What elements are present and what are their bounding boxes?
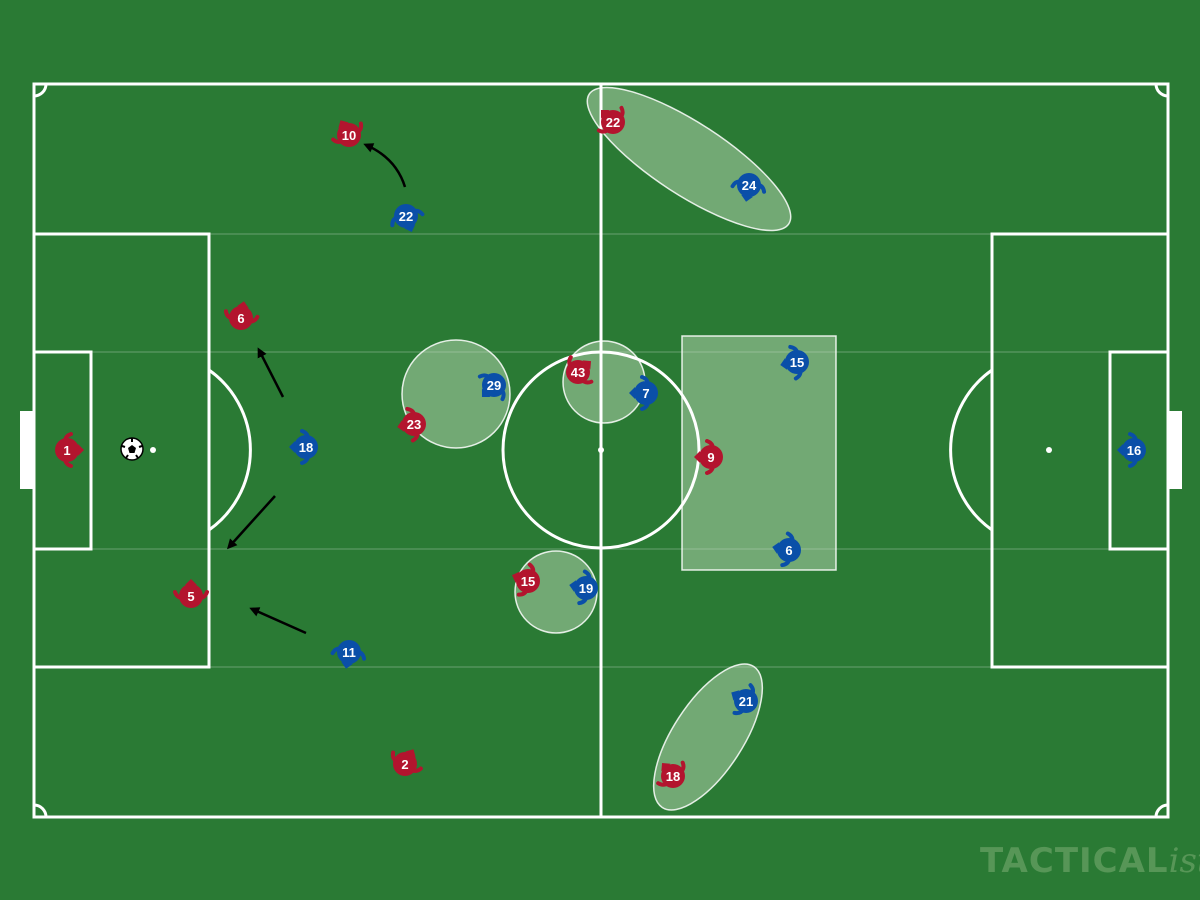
arrow-curved-to-10: [363, 143, 407, 188]
player-number: 5: [187, 589, 194, 604]
player-number: 11: [342, 645, 356, 660]
player-body: [734, 689, 758, 713]
player-number: 9: [707, 450, 714, 465]
player-body: [574, 576, 598, 600]
player-body: [294, 435, 318, 459]
blue-player-22: 22: [390, 204, 425, 232]
corner-arc-tl: [33, 83, 48, 98]
blue-player-19: 19: [569, 569, 598, 606]
red-player-23: 23: [397, 406, 426, 443]
right-goal: [1168, 411, 1182, 489]
right-penalty-spot: [1046, 447, 1052, 453]
left-goal: [20, 411, 34, 489]
player-number: 15: [790, 355, 804, 370]
player-number: 24: [742, 178, 757, 193]
watermark: TACTICALista: [980, 841, 1200, 881]
red-player-18: 18: [656, 760, 686, 788]
player-number: 6: [237, 311, 244, 326]
red-player-9: 9: [694, 439, 723, 475]
arrow-from-11: [249, 607, 307, 635]
player-body: [661, 764, 685, 788]
player-body: [1122, 438, 1146, 462]
blue-player-16: 16: [1117, 432, 1146, 468]
player-number: 18: [666, 769, 680, 784]
player-body: [229, 306, 253, 330]
player-body: [482, 373, 506, 397]
right-penalty-arc: [949, 368, 993, 532]
player-number: 7: [642, 386, 649, 401]
player-body: [785, 350, 809, 374]
corner-arc-br: [1154, 803, 1169, 818]
player-number: 22: [399, 209, 413, 224]
centre-spot: [598, 447, 604, 453]
player-number: 22: [606, 115, 620, 130]
player-body: [777, 538, 801, 562]
red-player-5: 5: [173, 579, 209, 608]
highlight-zones: [401, 86, 837, 811]
player-body: [393, 752, 417, 776]
centre-circle: [501, 350, 701, 550]
blue-player-7: 7: [629, 375, 658, 411]
player-number: 43: [571, 365, 585, 380]
player-body: [634, 381, 658, 405]
movement-arrows: [226, 143, 407, 635]
player-number: 19: [579, 581, 593, 596]
blue-player-18: 18: [289, 429, 318, 465]
blue-player-15: 15: [780, 344, 809, 381]
player-number: 23: [407, 417, 421, 432]
player-body: [179, 584, 203, 608]
player-number: 6: [785, 543, 792, 558]
player-body: [566, 360, 590, 384]
player-number: 21: [739, 694, 753, 709]
blue-player-29: 29: [477, 373, 506, 402]
player-body: [601, 110, 625, 134]
red-player-1: 1: [55, 432, 84, 468]
player-body: [394, 204, 418, 228]
player-body: [337, 123, 361, 147]
red-player-2: 2: [390, 749, 423, 776]
player-body: [402, 412, 426, 436]
blue-player-24: 24: [730, 173, 767, 202]
blue-player-21: 21: [731, 683, 758, 716]
player-body: [516, 569, 540, 593]
player-body: [55, 438, 79, 462]
player-number: 2: [401, 757, 408, 772]
player-body: [737, 173, 761, 197]
corner-arc-tr: [1154, 83, 1169, 98]
player-number: 15: [521, 574, 535, 589]
players: 1 10 6 5 2 23 15 43 22 9 18 22 18 11 29 19 7 24 15 6 21 16: [55, 105, 1146, 788]
player-body: [699, 445, 723, 469]
soccer-ball-icon: [120, 437, 144, 461]
left-penalty-arc: [208, 368, 252, 532]
player-number: 29: [487, 378, 501, 393]
zone-ellipse-22-24: [586, 86, 792, 232]
red-player-6: 6: [223, 301, 260, 330]
player-number: 16: [1127, 443, 1141, 458]
red-player-43: 43: [566, 355, 594, 385]
corner-arc-bl: [33, 803, 48, 818]
zone-circle-29: [401, 339, 511, 449]
red-player-15: 15: [512, 562, 540, 597]
blue-player-11: 11: [330, 640, 367, 669]
arrow-to-box: [226, 495, 276, 550]
left-penalty-spot: [150, 447, 156, 453]
red-player-10: 10: [331, 120, 364, 147]
blue-player-6: 6: [772, 531, 801, 568]
player-body: [337, 640, 361, 664]
pitch-spots: [20, 411, 1182, 489]
arrow-to-6: [257, 347, 285, 398]
player-number: 18: [299, 440, 313, 455]
player-number: 1: [63, 443, 70, 458]
player-number: 10: [342, 128, 356, 143]
red-player-22: 22: [596, 105, 625, 134]
